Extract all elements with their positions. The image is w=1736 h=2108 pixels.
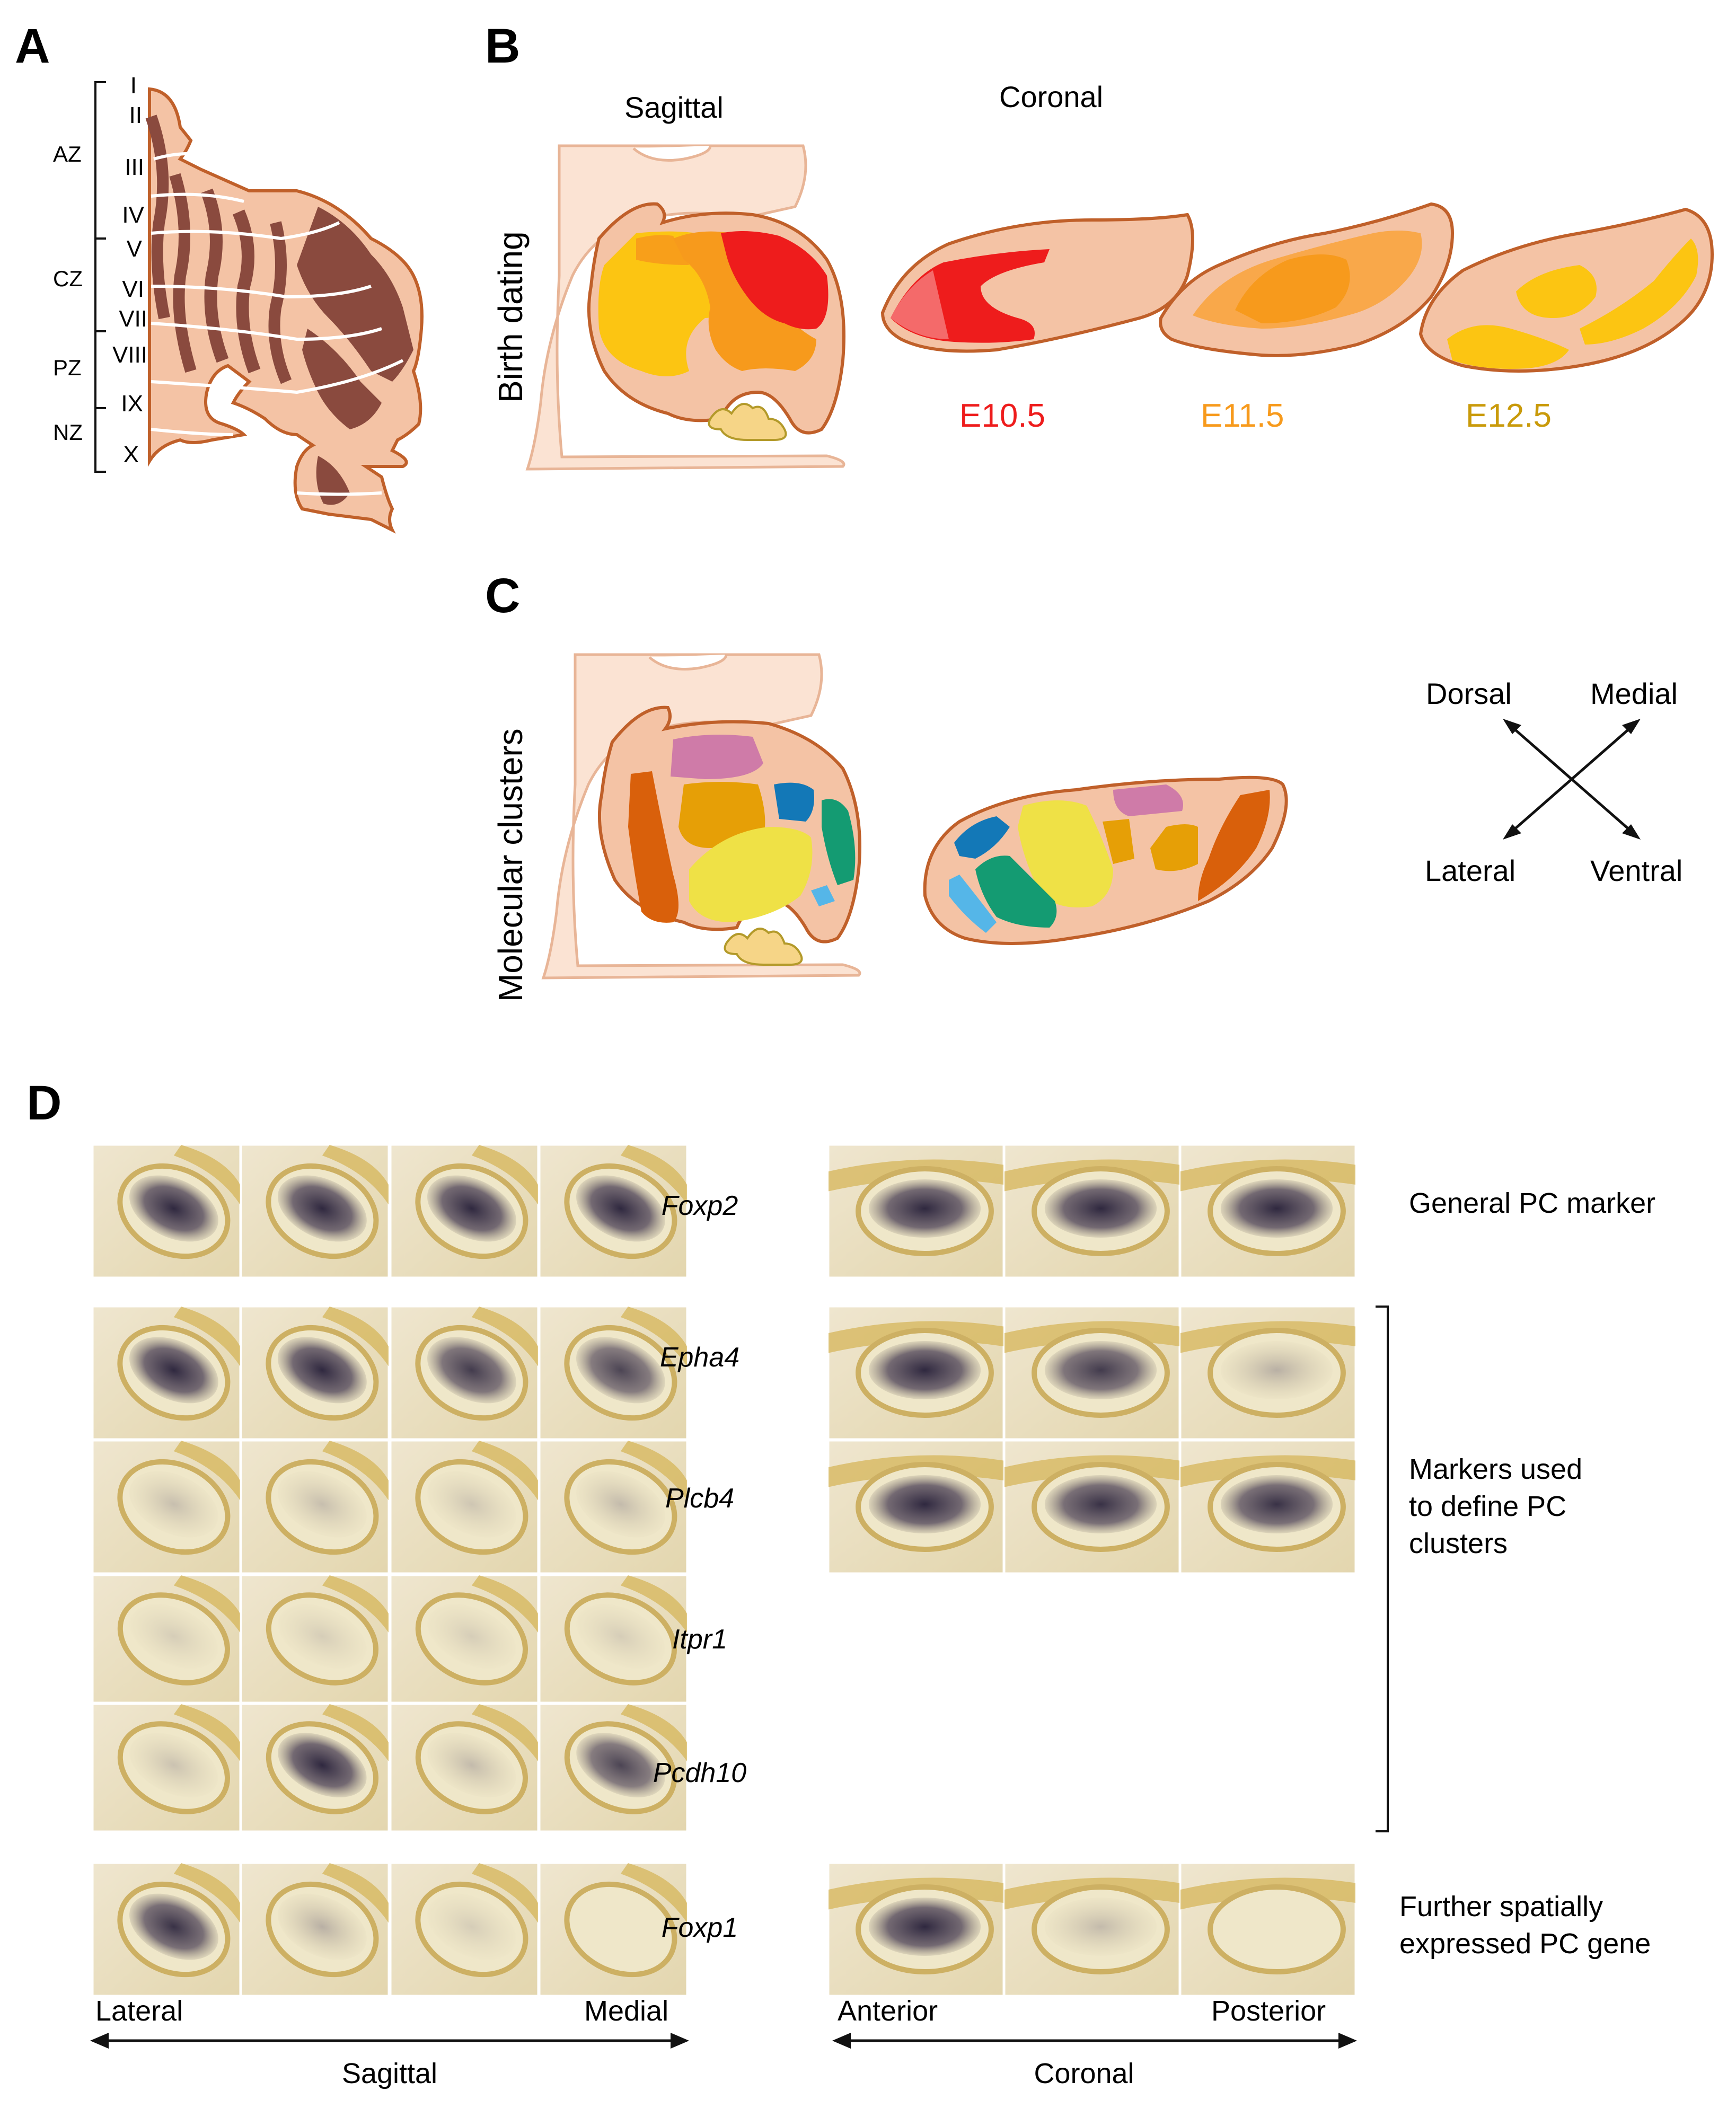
label-markers-line1: Markers used [1409, 1453, 1582, 1485]
coronal-heading: Coronal [999, 80, 1103, 113]
panel-a-letter: A [15, 19, 50, 73]
axis-dorsal: Dorsal [1426, 677, 1512, 710]
label-markers-line2: to define PC [1409, 1490, 1566, 1522]
label-general-pc-marker: General PC marker [1409, 1187, 1655, 1219]
ish-tile [240, 1574, 390, 1704]
ish-tile [539, 1703, 688, 1832]
ish-tile [92, 1144, 241, 1278]
stage-label-e11-5: E11.5 [1201, 398, 1284, 434]
ish-tile [1003, 1306, 1180, 1440]
lobule-label: VIII [112, 342, 147, 368]
panel-b-coronal-e10-5 [880, 213, 1194, 353]
ish-tile [1003, 1862, 1180, 1997]
lobule-label: VI [122, 276, 144, 302]
stage-label-e10-5: E10.5 [959, 398, 1045, 434]
axis-medial: Medial [1590, 677, 1678, 710]
ish-tile [1003, 1440, 1180, 1574]
ish-tile [1179, 1862, 1356, 1997]
ish-tile [390, 1574, 539, 1704]
panel-a-lobule-labels: I II III IV V VI VII VIII IX X [112, 73, 147, 468]
ish-tile [1179, 1306, 1356, 1440]
ish-tile [1179, 1144, 1356, 1278]
ish-tile [827, 1862, 1004, 1997]
molecular-clusters-label: Molecular clusters [491, 728, 530, 1002]
label-markers-line3: clusters [1409, 1528, 1508, 1559]
gene-label-pcdh10: Pcdh10 [653, 1758, 746, 1788]
coronal-axis-arrow [832, 2033, 1357, 2049]
ish-tile [539, 1144, 688, 1278]
zone-label: PZ [53, 355, 82, 380]
ish-tile [240, 1144, 390, 1278]
birth-dating-label: Birth dating [491, 231, 530, 403]
markers-bracket [1376, 1306, 1389, 1832]
gene-label-plcb4: Plcb4 [665, 1483, 734, 1514]
lobule-label: VII [119, 306, 147, 332]
sagittal-axis-title: Sagittal [342, 2058, 437, 2089]
coronal-axis-left: Anterior [838, 1995, 938, 2027]
gene-label-foxp2: Foxp2 [662, 1190, 738, 1221]
lobule-label: V [127, 236, 143, 262]
panel-b-coronal-e11-5 [1159, 202, 1455, 357]
lobule-label: I [130, 73, 137, 99]
stage-label-e12-5: E12.5 [1466, 398, 1552, 434]
lobule-label: IX [121, 391, 143, 417]
lobule-label: II [129, 102, 142, 128]
label-further-line1: Further spatially [1399, 1891, 1603, 1922]
ish-image-grid [92, 1144, 1356, 1997]
lobule-label: III [125, 154, 144, 180]
axis-lateral: Lateral [1425, 854, 1515, 887]
ish-tile [539, 1440, 688, 1574]
ish-tile [240, 1440, 390, 1574]
label-further-line2: expressed PC gene [1399, 1928, 1651, 1960]
panel-b-sagittal-section [525, 144, 845, 471]
panel-c-coronal-section [923, 775, 1288, 945]
sagittal-axis-right: Medial [584, 1995, 668, 2027]
ish-tile [390, 1306, 539, 1440]
zone-label: NZ [53, 420, 83, 445]
zone-label: AZ [53, 142, 82, 166]
ish-tile [1003, 1144, 1180, 1278]
coronal-axis-title: Coronal [1034, 2058, 1134, 2089]
zone-label: CZ [53, 266, 83, 291]
orientation-compass [1503, 719, 1641, 840]
ish-tile [240, 1862, 390, 1997]
ish-tile [92, 1306, 241, 1440]
panel-b-coronal-e12-5 [1418, 207, 1714, 373]
sagittal-heading: Sagittal [624, 91, 724, 124]
gene-label-itpr1: Itpr1 [672, 1624, 727, 1655]
panel-c-sagittal-section [541, 653, 861, 980]
sagittal-axis-arrow [90, 2033, 689, 2049]
sagittal-axis-left: Lateral [95, 1995, 183, 2027]
ish-tile [92, 1703, 241, 1832]
ish-tile [240, 1703, 390, 1832]
panel-d-letter: D [27, 1076, 61, 1130]
panel-b-letter: B [485, 19, 520, 73]
lobule-label: IV [122, 202, 144, 228]
ish-tile [539, 1574, 688, 1704]
ish-tile [92, 1862, 241, 1997]
gene-label-epha4: Epha4 [660, 1342, 739, 1373]
ish-tile [92, 1574, 241, 1704]
ish-tile [539, 1862, 688, 1997]
axis-ventral: Ventral [1590, 854, 1682, 887]
ish-tile [1179, 1440, 1356, 1574]
coronal-axis-right: Posterior [1211, 1995, 1326, 2027]
ish-tile [390, 1703, 539, 1832]
ish-tile [539, 1306, 688, 1440]
ish-tile [827, 1440, 1004, 1574]
gene-label-foxp1: Foxp1 [662, 1912, 738, 1943]
ish-tile [390, 1440, 539, 1574]
panel-a-zone-brackets [94, 81, 106, 473]
ish-tile [827, 1144, 1004, 1278]
ish-tile [827, 1306, 1004, 1440]
lobule-label: X [124, 442, 139, 468]
ish-tile [92, 1440, 241, 1574]
panel-c-letter: C [485, 569, 520, 623]
ish-tile [390, 1144, 539, 1278]
ish-tile [390, 1862, 539, 1997]
ish-tile [240, 1306, 390, 1440]
panel-a-cerebellum-diagram [145, 87, 424, 534]
